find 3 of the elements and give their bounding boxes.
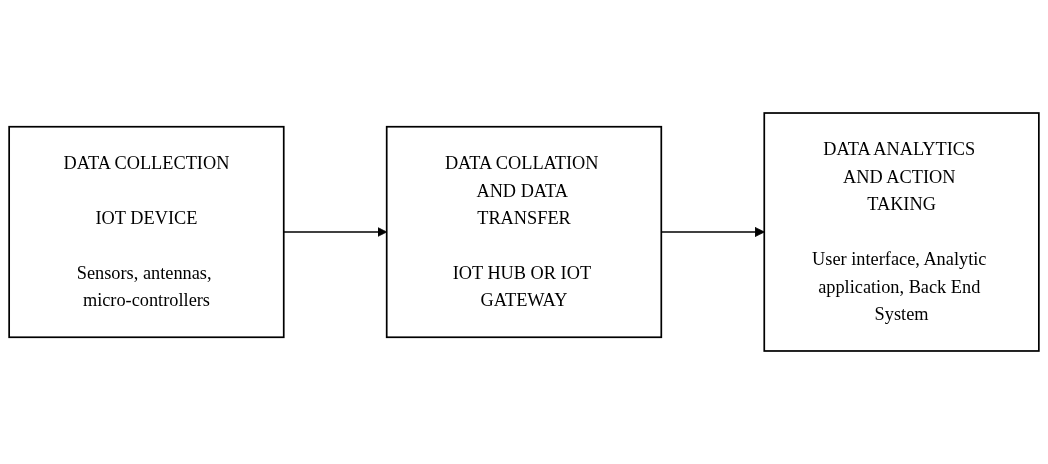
node-box: DATA COLLECTION IOT DEVICE Sensors, antennas, micro-controllers [8,125,285,339]
node-box: DATA ANALYTICS AND ACTION TAKING User interface, Analytic application, Back End System [763,112,1040,352]
node-box: DATA COLLATION AND DATA TRANSFER IOT HUB OR IOT GATEWAY [385,125,663,339]
